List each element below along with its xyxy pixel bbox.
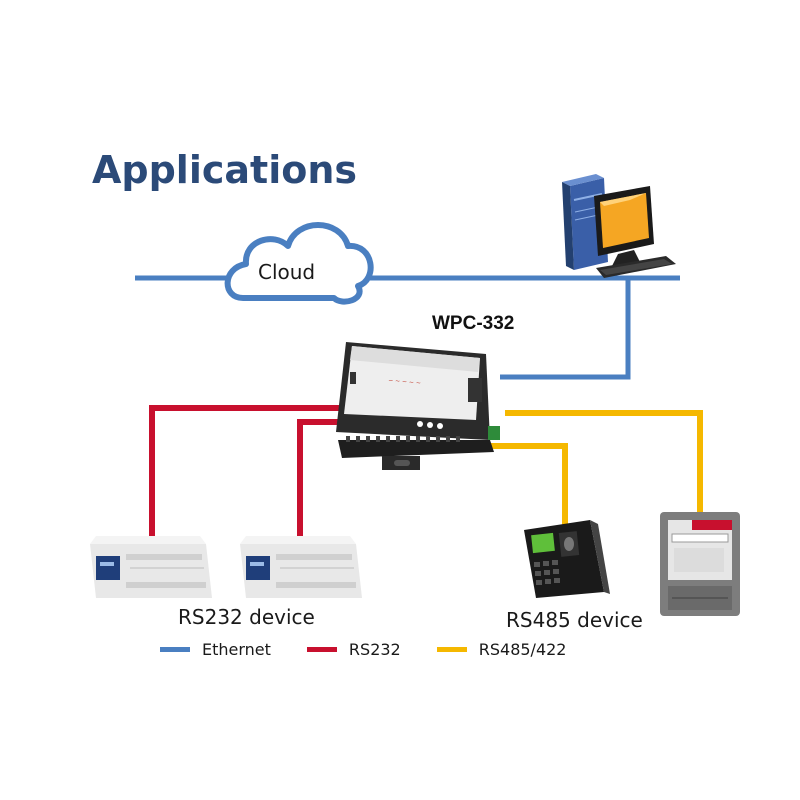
legend-swatch-rs485 [436, 647, 467, 652]
rs485-line-terminal [490, 443, 568, 525]
legend-swatch-rs232 [306, 647, 337, 652]
legend-swatch-ethernet [160, 647, 190, 652]
rs232-line-left [149, 405, 340, 540]
legend-label-ethernet: Ethernet [202, 640, 271, 659]
legend-label-rs232: RS232 [348, 640, 401, 659]
ethernet-gateway-line [500, 278, 631, 380]
svg-text:~ ~ ~ ~ ~: ~ ~ ~ ~ ~ [388, 377, 421, 387]
serial-gateway-device: ~ ~ ~ ~ ~ [336, 342, 500, 470]
legend: Ethernet RS232 RS485/422 [160, 640, 602, 659]
legend-item-rs485: RS485/422 [436, 640, 567, 659]
smart-meter-icon [660, 512, 740, 616]
desktop-computer-icon [562, 174, 676, 278]
plc-module-icon [240, 536, 362, 598]
rs232-line-right [297, 419, 340, 540]
cloud-icon [224, 222, 374, 305]
legend-item-ethernet: Ethernet [160, 640, 271, 659]
legend-label-rs485: RS485/422 [478, 640, 567, 659]
fingerprint-terminal-icon [524, 520, 610, 598]
gateway-label: WPC-332 [432, 313, 515, 334]
cloud-label: Cloud [258, 260, 316, 284]
legend-item-rs232: RS232 [306, 640, 401, 659]
page-title: Applications [92, 148, 357, 192]
rs485-group-label: RS485 device [506, 608, 643, 632]
rs485-links [490, 410, 703, 525]
rs232-group-label: RS232 device [178, 605, 315, 629]
rs232-links [149, 405, 340, 540]
plc-module-icon [90, 536, 212, 598]
rs485-line-meter [505, 410, 703, 515]
